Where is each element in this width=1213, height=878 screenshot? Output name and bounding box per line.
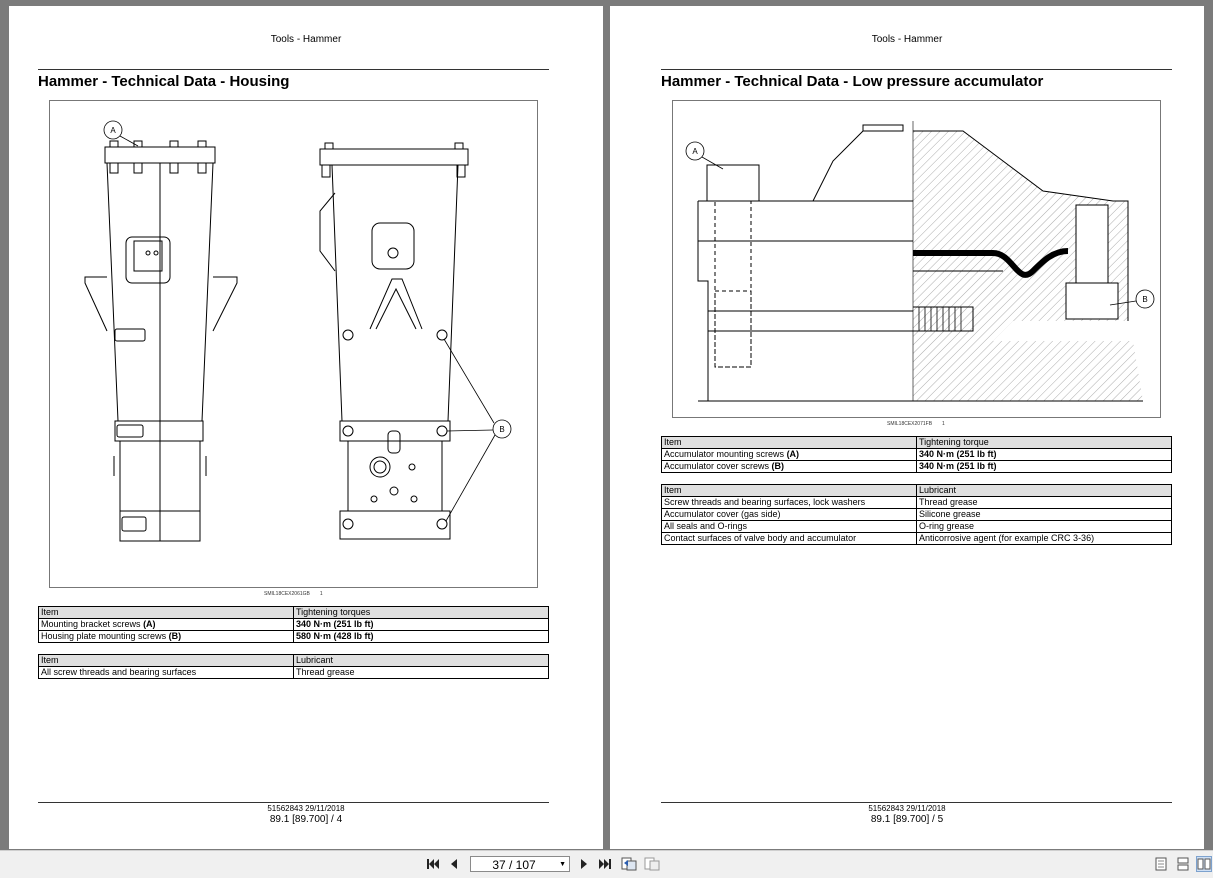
table-row: Accumulator cover (gas side) Silicone gr… — [661, 508, 1172, 521]
table-header-row: Item Lubricant — [38, 654, 549, 667]
table-cell-item: Screw threads and bearing surfaces, lock… — [661, 496, 917, 509]
facing-pages-view-icon[interactable] — [1196, 856, 1212, 872]
table-header-cell: Lubricant — [916, 484, 1172, 497]
figure-code: SMIL18CEX2071FB — [887, 421, 933, 427]
header-rule — [661, 69, 1172, 70]
running-header: Tools - Hammer — [871, 34, 943, 45]
table-cell-value: O-ring grease — [916, 520, 1172, 533]
footer-rule — [38, 802, 549, 803]
figure-caption: SMIL18CEX2071FB 1 — [887, 421, 945, 427]
table-cell-value: Silicone grease — [916, 508, 1172, 521]
table-cell-item: Accumulator mounting screws (A) — [661, 448, 917, 461]
next-page-icon[interactable] — [576, 856, 592, 872]
table-row: Mounting bracket screws (A) 340 N·m (251… — [38, 618, 549, 631]
table-header-cell: Tightening torque — [916, 436, 1172, 449]
footer-page-number: 89.1 [89.700] / 5 — [870, 814, 944, 825]
accumulator-diagram: A B — [672, 100, 1161, 418]
figure-code: SMIL18CEX2061GB — [264, 591, 310, 597]
table-cell-value: 340 N·m (251 lb ft) — [916, 448, 1172, 461]
torque-table: Item Tightening torques Mounting bracket… — [38, 606, 549, 643]
table-header-cell: Item — [38, 654, 294, 667]
table-header-cell: Item — [661, 484, 917, 497]
table-row: Contact surfaces of valve body and accum… — [661, 532, 1172, 545]
page-title: Hammer - Technical Data - Low pressure a… — [661, 73, 1044, 90]
table-cell-value: 580 N·m (428 lb ft) — [293, 630, 549, 643]
table-cell-item: All screw threads and bearing surfaces — [38, 666, 294, 679]
callout-a: A — [110, 126, 116, 135]
callout-b: B — [1142, 295, 1147, 304]
footer-page-number: 89.1 [89.700] / 4 — [269, 814, 343, 825]
table-cell-value: Anticorrosive agent (for example CRC 3-3… — [916, 532, 1172, 545]
table-header-cell: Item — [661, 436, 917, 449]
single-page-view-icon[interactable] — [1153, 856, 1169, 872]
header-rule — [38, 69, 549, 70]
table-row: Accumulator mounting screws (A) 340 N·m … — [661, 448, 1172, 461]
go-back-icon[interactable] — [621, 856, 637, 872]
lubricant-table: Item Lubricant All screw threads and bea… — [38, 654, 549, 679]
figure-number: 1 — [942, 421, 945, 427]
table-header-row: Item Lubricant — [661, 484, 1172, 497]
chevron-down-icon: ▼ — [559, 861, 566, 868]
table-row: All seals and O-rings O-ring grease — [661, 520, 1172, 533]
running-header: Tools - Hammer — [270, 34, 342, 45]
housing-diagram: A B — [49, 100, 538, 588]
document-page-left: Tools - Hammer Hammer - Technical Data -… — [9, 6, 603, 849]
continuous-view-icon[interactable] — [1175, 856, 1191, 872]
table-header-cell: Lubricant — [293, 654, 549, 667]
go-forward-icon[interactable] — [644, 856, 660, 872]
lubricant-table: Item Lubricant Screw threads and bearing… — [661, 484, 1172, 545]
document-page-right: Tools - Hammer Hammer - Technical Data -… — [610, 6, 1204, 849]
table-header-cell: Item — [38, 606, 294, 619]
table-cell-item: Accumulator cover (gas side) — [661, 508, 917, 521]
table-cell-item: Contact surfaces of valve body and accum… — [661, 532, 917, 545]
table-cell-value: 340 N·m (251 lb ft) — [916, 460, 1172, 473]
page-number-select[interactable]: 37 / 107 ▼ — [470, 856, 570, 872]
table-header-row: Item Tightening torque — [661, 436, 1172, 449]
table-cell-item: Mounting bracket screws (A) — [38, 618, 294, 631]
footer-doc-number: 51562843 29/11/2018 — [868, 804, 946, 813]
table-row: Housing plate mounting screws (B) 580 N·… — [38, 630, 549, 643]
table-cell-item: Housing plate mounting screws (B) — [38, 630, 294, 643]
callout-b: B — [499, 425, 504, 434]
table-row: Accumulator cover screws (B) 340 N·m (25… — [661, 460, 1172, 473]
page-indicator: 37 / 107 — [492, 858, 536, 872]
torque-table: Item Tightening torque Accumulator mount… — [661, 436, 1172, 473]
page-title: Hammer - Technical Data - Housing — [38, 73, 290, 90]
table-header-row: Item Tightening torques — [38, 606, 549, 619]
callout-a: A — [692, 147, 698, 156]
table-cell-value: Thread grease — [916, 496, 1172, 509]
table-row: All screw threads and bearing surfaces T… — [38, 666, 549, 679]
figure-number: 1 — [319, 591, 323, 597]
table-row: Screw threads and bearing surfaces, lock… — [661, 496, 1172, 509]
table-cell-value: 340 N·m (251 lb ft) — [293, 618, 549, 631]
table-cell-value: Thread grease — [293, 666, 549, 679]
last-page-icon[interactable] — [597, 856, 613, 872]
viewer-toolbar: 37 / 107 ▼ — [0, 850, 1213, 878]
footer-doc-number: 51562843 29/11/2018 — [267, 804, 345, 813]
previous-page-icon[interactable] — [446, 856, 462, 872]
figure-caption: SMIL18CEX2061GB 1 — [264, 591, 323, 597]
table-header-cell: Tightening torques — [293, 606, 549, 619]
table-cell-item: All seals and O-rings — [661, 520, 917, 533]
first-page-icon[interactable] — [425, 856, 441, 872]
footer-rule — [661, 802, 1172, 803]
table-cell-item: Accumulator cover screws (B) — [661, 460, 917, 473]
